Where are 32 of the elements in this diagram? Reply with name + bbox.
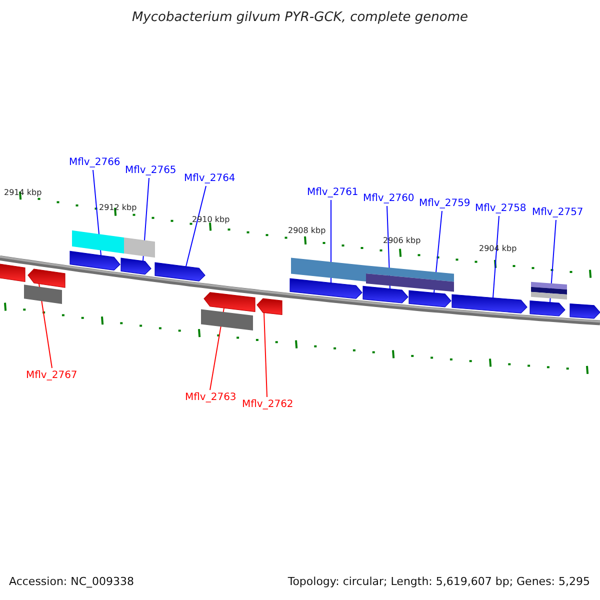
gene-label: Mflv_2763: [185, 391, 236, 404]
gene-label: Mflv_2765: [125, 164, 176, 177]
gene-feature: [154, 262, 206, 282]
position-label: 2914 kbp: [4, 187, 42, 199]
position-label: 2912 kbp: [99, 202, 137, 214]
leader-line: [264, 312, 268, 398]
gene-label: Mflv_2762: [242, 398, 294, 411]
gene-feature: [256, 298, 282, 316]
gene-label: Mflv_2764: [184, 172, 236, 185]
accession-text: Accession: NC_009338: [9, 575, 134, 588]
leader-line: [186, 186, 206, 267]
gene-label: Mflv_2759: [419, 197, 470, 210]
gene-label: Mflv_2761: [307, 186, 358, 199]
gene-feature: [120, 258, 152, 275]
gene-feature: [0, 263, 26, 282]
gene-feature: [28, 268, 66, 288]
leader-line: [492, 216, 500, 298]
gene-label: Mflv_2766: [69, 156, 120, 169]
genome-summary: Topology: circular; Length: 5,619,607 bp; Genes: 5,295: [288, 575, 590, 588]
title: Mycobacterium gilvum PYR-GCK, complete genome: [130, 11, 470, 24]
gene-feature: [290, 278, 362, 299]
gene-label: Mflv_2757: [532, 206, 584, 219]
gene-feature: [70, 250, 120, 271]
gene-feature: [530, 300, 566, 316]
gene-feature: [362, 286, 408, 304]
gene-label: Mflv_2758: [475, 202, 526, 215]
gene-label: Mflv_2767: [26, 369, 78, 382]
gene-label: Mflv_2760: [363, 192, 414, 205]
position-label: 2908 kbp: [288, 225, 326, 237]
gene-feature: [408, 290, 452, 308]
gene-feature: [452, 294, 528, 314]
gene-feature: [570, 303, 600, 319]
